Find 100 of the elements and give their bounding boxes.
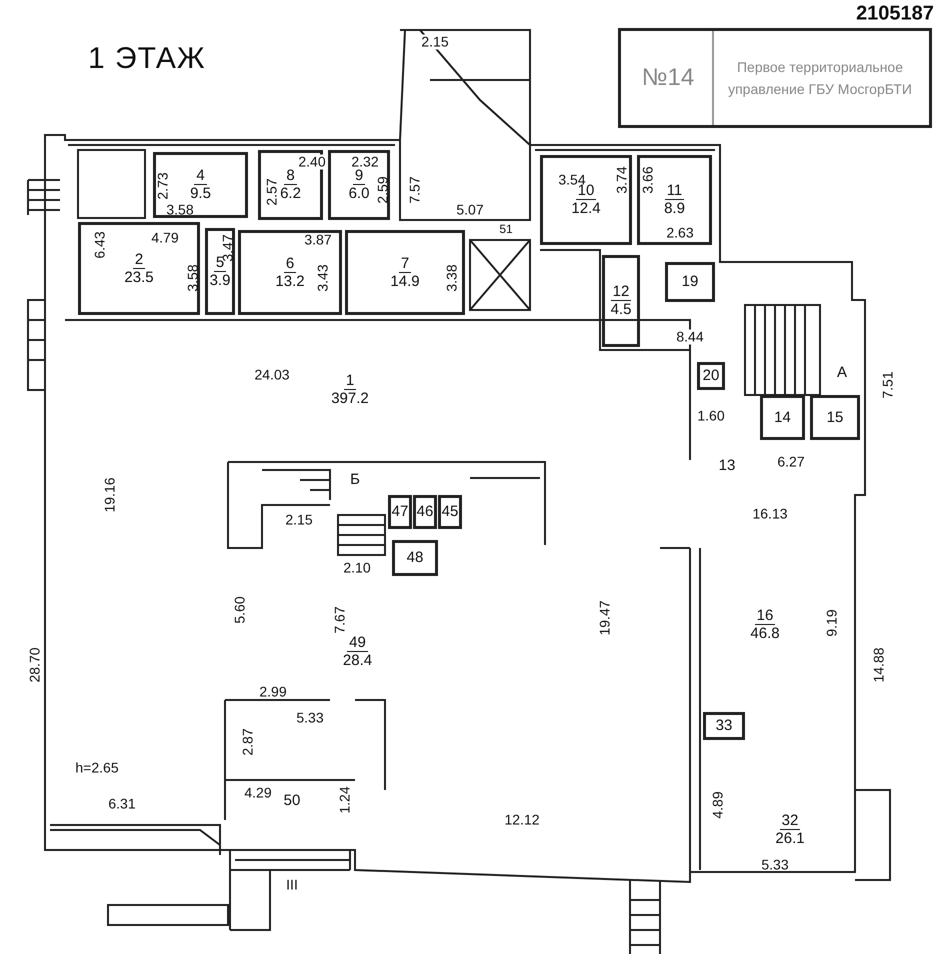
room: [345, 230, 465, 315]
room-area: 23.5: [124, 268, 154, 286]
room: [602, 255, 640, 347]
dimension-label: 5.33: [296, 710, 324, 726]
dimension-label: 2.40: [298, 154, 326, 170]
room-number: 32: [780, 813, 800, 830]
room-area: 3.9: [210, 272, 230, 288]
room: [637, 155, 712, 245]
dimension-label: 2.32: [351, 154, 379, 170]
room-area: 26.1: [775, 830, 805, 847]
dimension-label: 2.15: [421, 34, 449, 50]
room-number: 46: [416, 504, 434, 520]
dimension-label: 3.58: [186, 264, 200, 292]
document-number: 2105187: [856, 6, 934, 22]
dimension-label: 5.07: [456, 202, 484, 218]
dimension-label: 6.43: [92, 231, 108, 259]
room: [810, 395, 860, 440]
room-number: 9: [352, 168, 366, 185]
dimension-label: 28.70: [28, 647, 42, 683]
dimension-label: 9.19: [824, 609, 840, 637]
room-number: 4: [194, 168, 207, 185]
dimension-label: 2.15: [285, 512, 313, 528]
dimension-label: 4.89: [710, 791, 726, 819]
dimension-label: 19.47: [598, 600, 612, 636]
dimension-label: 24.03: [254, 368, 290, 382]
dimension-label: 16.13: [752, 506, 788, 522]
room-number: 49: [347, 635, 368, 652]
dimension-label: 3.38: [444, 264, 460, 292]
dimension-label: 2.59: [376, 176, 390, 204]
dimension-label: 1.24: [338, 786, 352, 814]
room: [413, 495, 437, 529]
room: [760, 395, 805, 440]
dimension-label: 6.27: [777, 454, 805, 470]
room-number: А: [836, 364, 847, 380]
stamp-box: [618, 28, 932, 128]
room-area: 14.9: [390, 272, 420, 290]
room-number: 48: [406, 550, 424, 566]
room-area: 9.5: [190, 185, 211, 202]
room: [78, 222, 200, 315]
dimension-label: 2.57: [264, 178, 280, 206]
room: [438, 495, 462, 529]
room-number: 13: [718, 458, 736, 474]
room-number: 19: [682, 274, 698, 290]
room: [328, 150, 390, 220]
dimension-label: 3.43: [316, 264, 330, 292]
room-area: 6.0: [348, 185, 370, 202]
dimension-label: 2.99: [259, 684, 287, 700]
room: [665, 262, 715, 302]
room-area: 6.2: [280, 185, 301, 202]
room-number: 20: [702, 368, 720, 384]
room-area: 4.5: [610, 301, 632, 318]
room-number: 2: [132, 252, 146, 268]
room-number: Б: [350, 472, 360, 488]
room-number: 45: [442, 504, 458, 520]
stamp-text: Первое территориальное управление ГБУ МосгорБТИ: [727, 58, 913, 99]
room-number: 16: [754, 608, 776, 625]
room: [205, 228, 235, 315]
dimension-label: 2.63: [666, 226, 694, 240]
floor-title: 1 ЭТАЖ: [88, 42, 206, 76]
dimension-label: 5.33: [761, 858, 789, 872]
room-area: 46.8: [750, 625, 780, 642]
dimension-label: 4.29: [244, 786, 272, 800]
room: [153, 152, 248, 218]
room-number: 7: [398, 256, 412, 272]
dimension-label: 7.67: [332, 606, 348, 634]
dimension-label: 4.79: [151, 230, 179, 246]
dimension-label: 7.57: [408, 176, 422, 204]
dimension-label: 3.87: [304, 232, 332, 248]
room-number: 12: [610, 284, 632, 301]
room-area: 12.4: [571, 200, 601, 217]
room-number: 11: [664, 183, 684, 200]
room-number: 6: [284, 256, 296, 272]
room-area: 8.9: [664, 200, 685, 217]
room: [703, 712, 745, 740]
room-number: 50: [284, 793, 300, 809]
room-number: 8: [284, 168, 297, 185]
dimension-label: 1.60: [697, 408, 725, 424]
room-number: 51: [499, 221, 513, 237]
dimension-label: 14.88: [872, 647, 886, 683]
room-area: 28.4: [342, 652, 372, 669]
room: [540, 155, 632, 245]
dimension-label: 3.66: [640, 166, 656, 194]
dimension-label: 8.44: [676, 330, 704, 344]
room: [238, 230, 342, 315]
dimension-label: 7.51: [880, 371, 896, 399]
room-number: 10: [576, 183, 596, 200]
dimension-label: 2.10: [343, 560, 371, 576]
room-number: 33: [716, 718, 732, 734]
dimension-label: 2.87: [240, 728, 256, 756]
room-number: 47: [392, 504, 408, 520]
dimension-label: 12.12: [504, 812, 540, 828]
dimension-label: 3.74: [614, 166, 630, 194]
stamp-number: №14: [624, 31, 714, 125]
room-number: 14: [774, 410, 791, 426]
dimension-label: 2.73: [156, 172, 170, 200]
room-number: 1: [344, 373, 356, 390]
room-number: 15: [826, 410, 844, 426]
dimension-label: 3.58: [166, 202, 194, 218]
room-area: 397.2: [331, 390, 369, 407]
dimension-label: 5.60: [232, 596, 248, 624]
